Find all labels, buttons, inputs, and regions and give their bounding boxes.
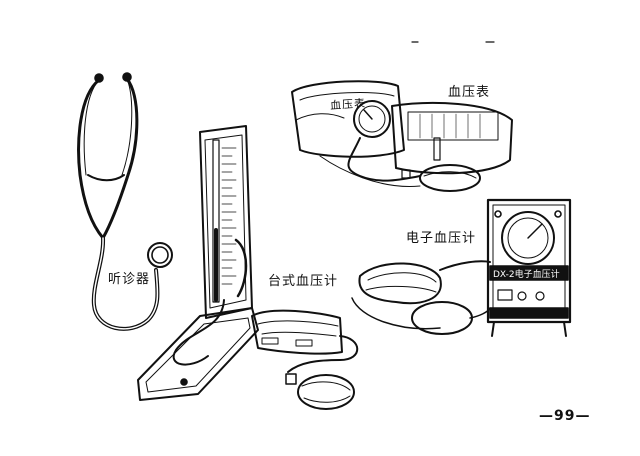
desk-sphygmomanometer-illustration — [137, 125, 359, 410]
electronic-sphygmomanometer-illustration — [351, 198, 572, 337]
aneroid-case-marking: 血压表 — [329, 96, 367, 113]
electronic-display-marking: DX-2电子血压计 — [493, 270, 560, 280]
aneroid-sphygmomanometer-illustration — [291, 80, 513, 192]
page-number: —99— — [539, 408, 591, 424]
electronic-sphygmomanometer-label: 电子血压计 — [406, 231, 477, 246]
stethoscope-illustration — [77, 72, 173, 331]
desk-sphygmomanometer-label: 台式血压计 — [268, 274, 339, 289]
aneroid-sphygmomanometer-label: 血压表 — [448, 85, 491, 100]
stethoscope-label: 听诊器 — [108, 272, 151, 287]
